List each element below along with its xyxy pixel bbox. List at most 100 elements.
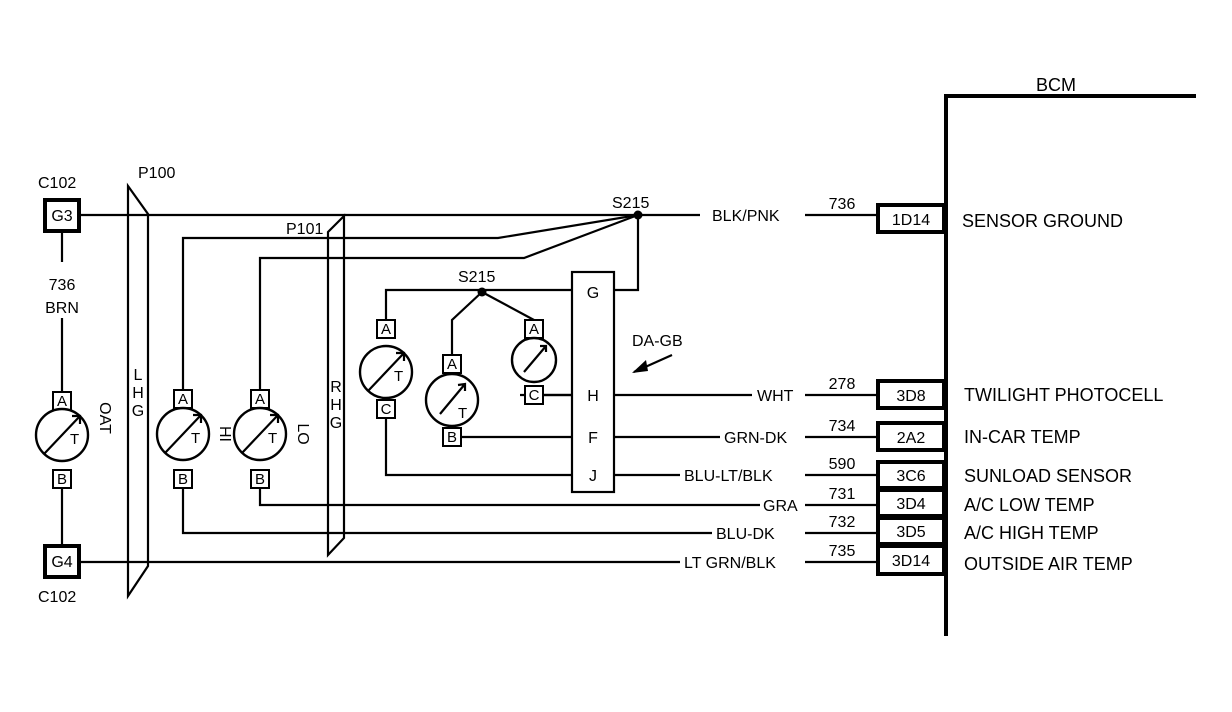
bcm-outline: [944, 94, 1196, 636]
bcm-terminal-1d14: 1D14 SENSOR GROUND: [876, 203, 1123, 234]
thermistor-arrow: [241, 413, 280, 454]
svg-text:B: B: [178, 471, 188, 488]
pin-b: [250, 469, 270, 489]
splice-dot: [633, 210, 643, 220]
svg-text:C: C: [381, 401, 392, 418]
terminal-desc: IN-CAR TEMP: [964, 427, 1081, 447]
svg-text:A: A: [57, 393, 67, 410]
lhg-letter: L: [134, 367, 143, 384]
lhg-bar: [126, 182, 150, 600]
terminal-id: 3D14: [892, 553, 930, 570]
module-da-gb: G H F J DA-GB: [570, 270, 683, 494]
wire-mid-to-b: [450, 291, 483, 355]
wire-lo-a: [258, 213, 639, 390]
svg-text:B: B: [57, 471, 67, 488]
splice-label: S215: [612, 195, 649, 212]
thermistor-arrow: [367, 351, 406, 392]
thermistor-arrow: [164, 413, 203, 454]
wire-gra-left: [258, 488, 760, 507]
svg-text:A: A: [529, 321, 539, 338]
terminal-id: 3D4: [896, 496, 925, 513]
connector-g4-label: G4: [51, 554, 72, 571]
module-pin-g: G: [587, 285, 599, 302]
svg-text:T: T: [458, 405, 467, 422]
gauge-arrow: [523, 344, 548, 373]
ground-bar-lhg: P100 L H G: [126, 165, 175, 600]
pin-b: [173, 469, 193, 489]
wire-color-label: LT GRN/BLK: [684, 555, 776, 572]
terminal-desc: SENSOR GROUND: [962, 211, 1123, 231]
terminal-desc: OUTSIDE AIR TEMP: [964, 554, 1133, 574]
sensor-photocell: A C: [510, 319, 572, 405]
connector-c102: C102 G3 G4 C102: [38, 175, 81, 606]
bcm-terminal-3d4: 3D4 A/C LOW TEMP: [876, 488, 1095, 518]
sensor-hi: A T B HI: [155, 389, 233, 489]
wire-blu-dk-left: [181, 488, 712, 535]
module-name: DA-GB: [632, 333, 683, 350]
connector-g3-label: G3: [51, 208, 72, 225]
splice-dot: [477, 287, 487, 297]
sensor-sunload: A T C: [358, 319, 414, 419]
wire-circuit-label: 735: [829, 543, 856, 560]
terminal-id: 3C6: [896, 468, 925, 485]
svg-text:T: T: [394, 368, 403, 385]
svg-text:A: A: [255, 391, 265, 408]
svg-text:B: B: [255, 471, 265, 488]
module-pin-h: H: [587, 388, 599, 405]
pin-c: [376, 399, 396, 419]
connector-label-c102-top: C102: [38, 175, 76, 192]
wire-color-label: GRN-DK: [724, 430, 787, 447]
rhg-letter: R: [330, 379, 342, 396]
sensor-label-hi: HI: [216, 426, 233, 442]
wire-circuit-label: 278: [829, 376, 856, 393]
terminal-id: 3D5: [896, 524, 925, 541]
pin-b: [442, 427, 462, 447]
sensor-oat: A T B OAT: [34, 391, 113, 489]
ground-bar-rhg: P101 R H G: [286, 213, 346, 558]
bcm-module: BCM 1D14 SENSOR GROUND 3D8 TWILIGHT PHOT…: [876, 75, 1196, 636]
connector-g4: [43, 544, 81, 579]
thermistor-arrow: [43, 414, 82, 455]
wire-mid-bus: [384, 288, 572, 320]
wire-color-label: WHT: [757, 388, 794, 405]
connector-g3: [43, 198, 81, 233]
wires: [60, 213, 878, 564]
svg-text:A: A: [447, 356, 457, 373]
module-pin-f: F: [588, 430, 598, 447]
oat-wire-color: BRN: [45, 300, 79, 317]
rhg-letter: G: [330, 415, 342, 432]
bcm-terminal-3c6: 3C6 SUNLOAD SENSOR: [876, 460, 1132, 490]
wire-sunload-j: [384, 418, 572, 477]
rhg-letter: H: [330, 397, 342, 414]
lhg-letter: H: [132, 385, 144, 402]
terminal-id: 2A2: [897, 430, 926, 447]
pin-a: [376, 319, 396, 339]
wire-color-label: GRA: [763, 498, 798, 515]
module-body: [570, 270, 616, 494]
bcm-terminal-2a2: 2A2 IN-CAR TEMP: [876, 421, 1081, 452]
sensor-lo: A T B LO: [232, 389, 311, 489]
bcm-terminal-3d8: 3D8 TWILIGHT PHOTOCELL: [876, 379, 1163, 410]
pointer-arrow-head: [632, 360, 648, 373]
svg-text:A: A: [381, 321, 391, 338]
connector-label-c102-bottom: C102: [38, 589, 76, 606]
wire-circuit-label: 590: [829, 456, 856, 473]
sensor-label-oat: OAT: [96, 402, 113, 434]
svg-text:T: T: [191, 430, 200, 447]
lhg-letter: G: [132, 403, 144, 420]
svg-text:T: T: [70, 431, 79, 448]
gauge-arrow: [439, 382, 467, 415]
terminal-desc: TWILIGHT PHOTOCELL: [964, 385, 1163, 405]
terminal-desc: A/C HIGH TEMP: [964, 523, 1099, 543]
wire-circuit-label: 732: [829, 514, 856, 531]
svg-text:A: A: [178, 391, 188, 408]
wire-g-pin: [614, 215, 640, 292]
sensor-in-car: A T B: [424, 354, 480, 447]
splice-s215-top: S215: [612, 195, 649, 220]
oat-wire-circuit: 736: [49, 277, 76, 294]
terminal-desc: SUNLOAD SENSOR: [964, 466, 1132, 486]
wire-hi-a: [181, 213, 639, 390]
p100-label: P100: [138, 165, 175, 182]
p101-label: P101: [286, 221, 323, 238]
